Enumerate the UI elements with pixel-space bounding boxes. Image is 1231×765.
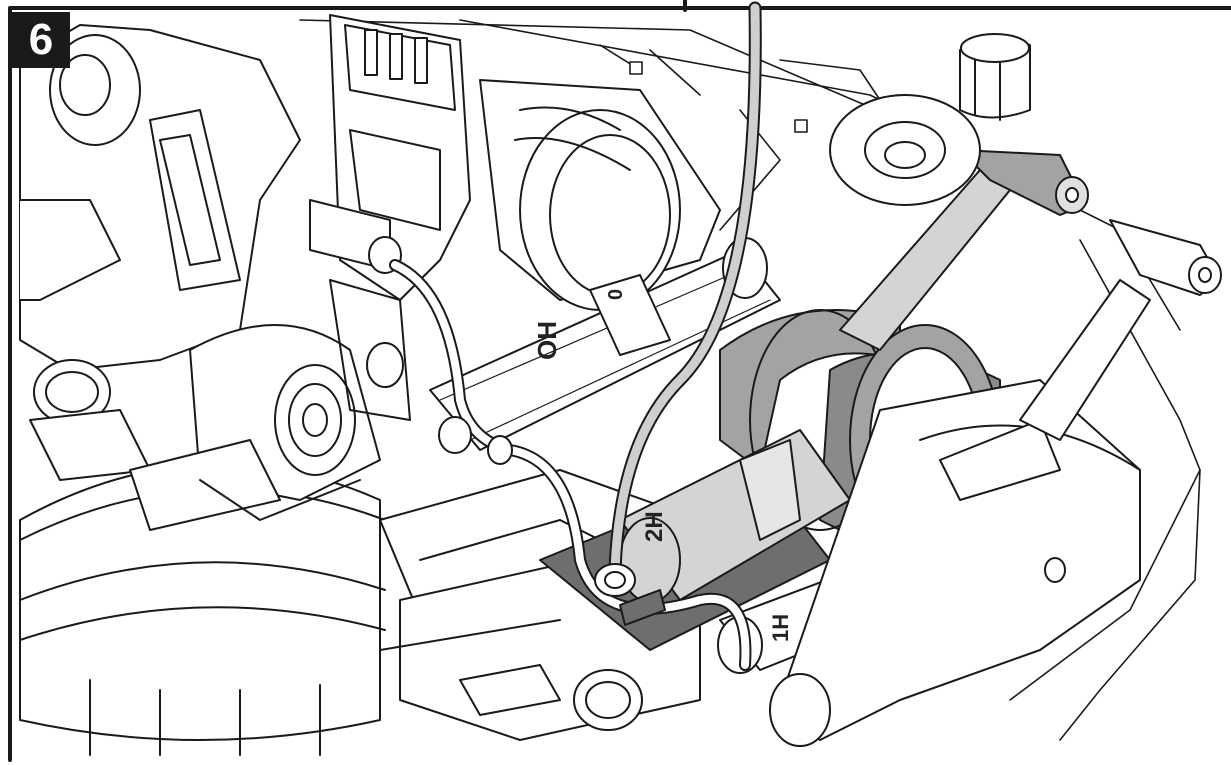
- tube-upper-label: OH: [532, 321, 562, 360]
- top-knob: [829, 33, 1031, 206]
- hose-lower: [389, 259, 752, 671]
- page-border: [8, 0, 1231, 762]
- right-housing: [769, 379, 1141, 747]
- step-number-badge: 6: [12, 12, 70, 68]
- upper-tube: OH 0: [429, 237, 781, 451]
- hose-fittings: [438, 416, 666, 626]
- upper-lever: [839, 149, 1089, 351]
- tube-lower-main-label: 2H: [641, 511, 668, 542]
- center-bracket: [309, 14, 471, 421]
- hose-vertical: [608, 1, 762, 577]
- tube-upper-clip-label: 0: [605, 289, 627, 300]
- left-housing: [19, 24, 386, 756]
- side-lever: [1019, 219, 1222, 441]
- rear-drum: [479, 79, 721, 311]
- tube-lower-small-label: 1H: [768, 614, 793, 642]
